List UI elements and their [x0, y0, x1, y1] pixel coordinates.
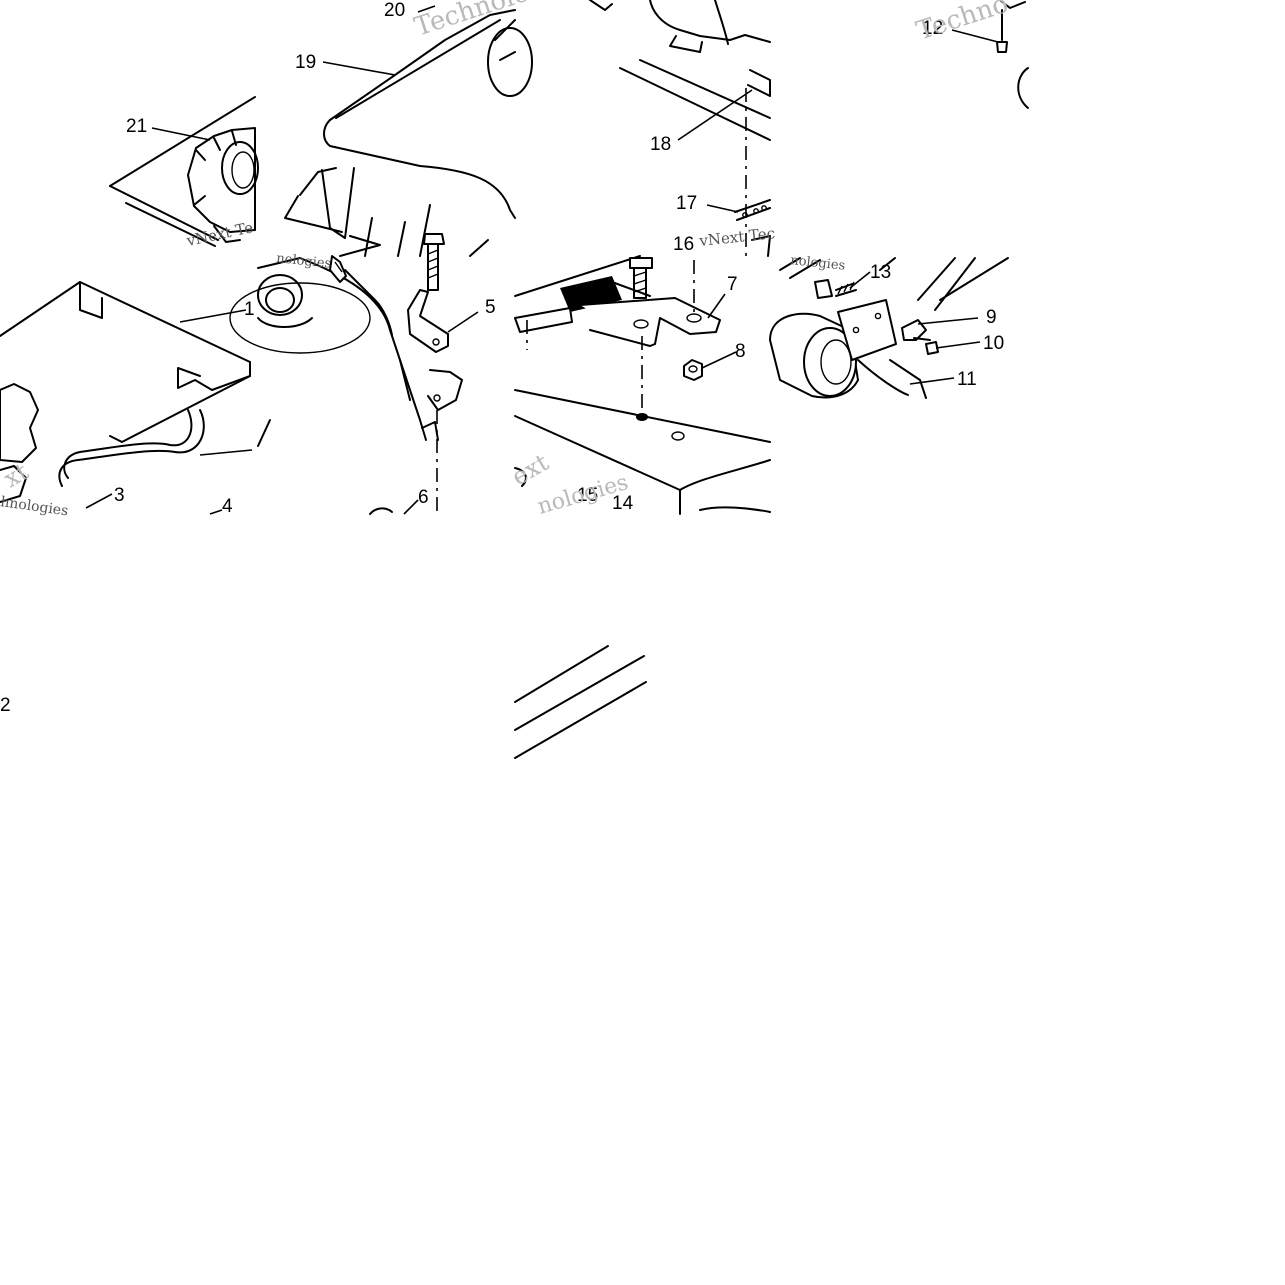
callout-17: 17 — [676, 193, 697, 214]
tile-screw-12 — [996, 0, 1029, 109]
watermark-text: nologies — [790, 253, 846, 274]
callout-5: 5 — [485, 297, 496, 318]
mount-plate — [837, 299, 897, 361]
tile-fuel-tank-rear — [284, 9, 533, 257]
callout-20: 20 — [384, 0, 405, 21]
callout-19: 19 — [295, 52, 316, 73]
leader-lines — [85, 5, 999, 515]
callout-6: 6 — [418, 487, 429, 508]
callout-8: 8 — [735, 341, 746, 362]
callout-9: 9 — [986, 307, 997, 328]
callout-7: 7 — [727, 274, 738, 295]
bolt-16 — [629, 257, 653, 299]
nut-8 — [683, 359, 703, 381]
watermark-text: nologies — [276, 251, 332, 272]
fuel-cap-left — [0, 383, 39, 503]
callout-2: 2 — [0, 695, 11, 716]
bracket-5 — [407, 289, 463, 411]
callout-1: 1 — [244, 299, 255, 320]
tile-bracket-nut — [514, 255, 771, 515]
tile-fuel-tank-front — [229, 233, 463, 515]
callout-11: 11 — [957, 369, 977, 390]
tile-seat-latch — [589, 0, 771, 257]
tile-rail-lines — [514, 645, 647, 759]
callout-14: 14 — [612, 493, 634, 514]
bolt-tank — [423, 233, 445, 291]
grommet-cylinder — [769, 312, 859, 399]
tile-pad-hose — [0, 281, 251, 503]
watermark-text: Techno — [913, 0, 1012, 47]
bracket-7 — [579, 297, 721, 347]
watermark-text: xt — [0, 457, 33, 493]
watermarks: Techno Technolo vNext Te vNext Tec nolog… — [0, 0, 1012, 520]
pin-13 — [814, 279, 857, 299]
tile-fuel-cap-pad — [109, 96, 259, 247]
callout-3: 3 — [114, 485, 125, 506]
callout-labels: 20 19 21 18 12 17 16 1 5 7 13 9 10 8 11 … — [0, 0, 1004, 716]
callout-10: 10 — [983, 333, 1004, 354]
callout-18: 18 — [650, 134, 671, 155]
callout-21: 21 — [126, 116, 147, 137]
watermark-text: vNext Tec — [698, 224, 776, 250]
callout-12: 12 — [922, 18, 943, 39]
callout-4: 4 — [222, 496, 233, 517]
callout-13: 13 — [870, 262, 891, 283]
watermark-text: ext — [507, 448, 554, 491]
watermark-text: hnologies — [0, 494, 69, 519]
callout-16: 16 — [673, 234, 694, 255]
tile-mount-bracket — [769, 257, 1009, 399]
callout-15: 15 — [577, 485, 598, 506]
fuel-cap-21 — [187, 127, 259, 243]
